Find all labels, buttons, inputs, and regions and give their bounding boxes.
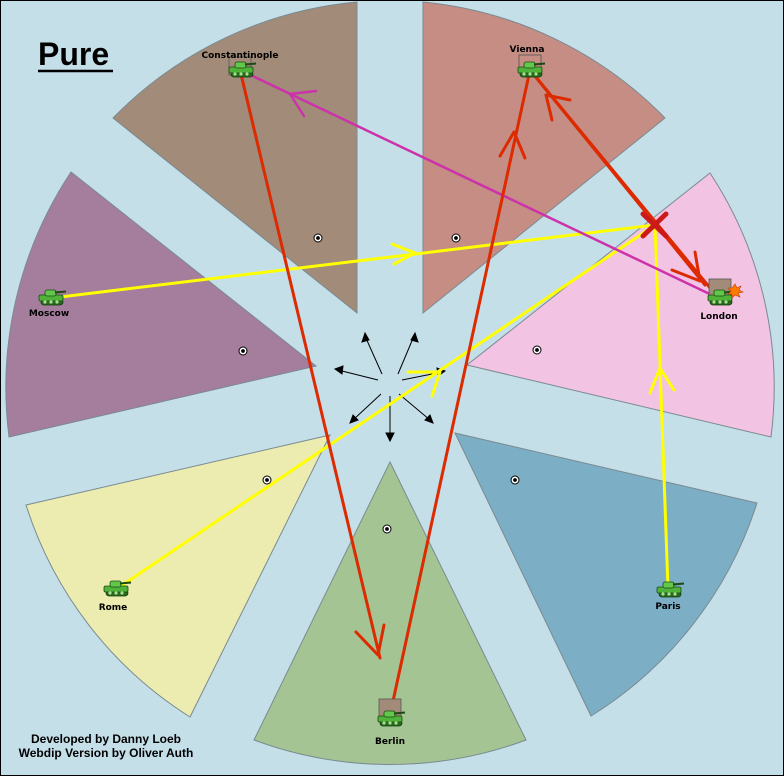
move-orders (238, 68, 722, 717)
order-vienna-to-london (528, 68, 707, 287)
credit-developer: Developed by Danny Loeb (31, 732, 181, 746)
order-berlin-to-vienna (388, 68, 532, 717)
label-constantinople: Constantinople (202, 51, 279, 61)
support-orders (50, 223, 676, 592)
orders (50, 68, 722, 717)
convoy-orders (238, 68, 720, 300)
supply-center-icon (532, 345, 542, 355)
label-rome: Rome (99, 603, 128, 613)
supply-center-icon (451, 233, 461, 243)
order-london-to-constantinople (238, 68, 720, 300)
failed-order-icon (640, 211, 669, 239)
territories (5, 1, 775, 765)
label-moscow: Moscow (29, 309, 69, 319)
label-berlin: Berlin (375, 737, 405, 747)
territory-berlin[interactable] (253, 460, 527, 765)
supply-center-icon (238, 346, 248, 356)
support-order-rome (113, 223, 657, 592)
supply-center-icon (262, 475, 272, 485)
order-constantinople-to-berlin (238, 68, 382, 660)
unit-vienna[interactable] (517, 54, 546, 78)
supply-center-icon (510, 475, 520, 485)
territory-paris[interactable] (454, 432, 758, 717)
map-title: Pure (38, 36, 113, 73)
credit-webdip: Webdip Version by Oliver Auth (19, 746, 194, 760)
supply-centers (238, 233, 542, 534)
support-order-moscow (50, 223, 657, 300)
supply-center-icon (313, 233, 323, 243)
map-title-text: Pure (38, 36, 109, 72)
support-order-paris (653, 223, 670, 590)
label-london: London (700, 312, 737, 322)
supply-center-icon (382, 524, 392, 534)
unit-berlin[interactable] (377, 698, 406, 727)
unit-constantinople[interactable] (228, 56, 257, 78)
credits: Developed by Danny Loeb Webdip Version b… (19, 732, 194, 760)
explosion-icon (727, 283, 744, 299)
territory-london[interactable] (465, 172, 775, 438)
unit-london[interactable] (707, 278, 744, 306)
units (38, 54, 744, 727)
label-vienna: Vienna (510, 45, 545, 55)
territory-moscow[interactable] (5, 171, 318, 438)
territory-rome[interactable] (25, 434, 331, 718)
territory-vienna[interactable] (422, 1, 666, 315)
label-paris: Paris (655, 602, 680, 612)
territory-labels: Constantinople Vienna London Paris Berli… (29, 45, 738, 747)
territory-constantinople[interactable] (112, 1, 358, 315)
